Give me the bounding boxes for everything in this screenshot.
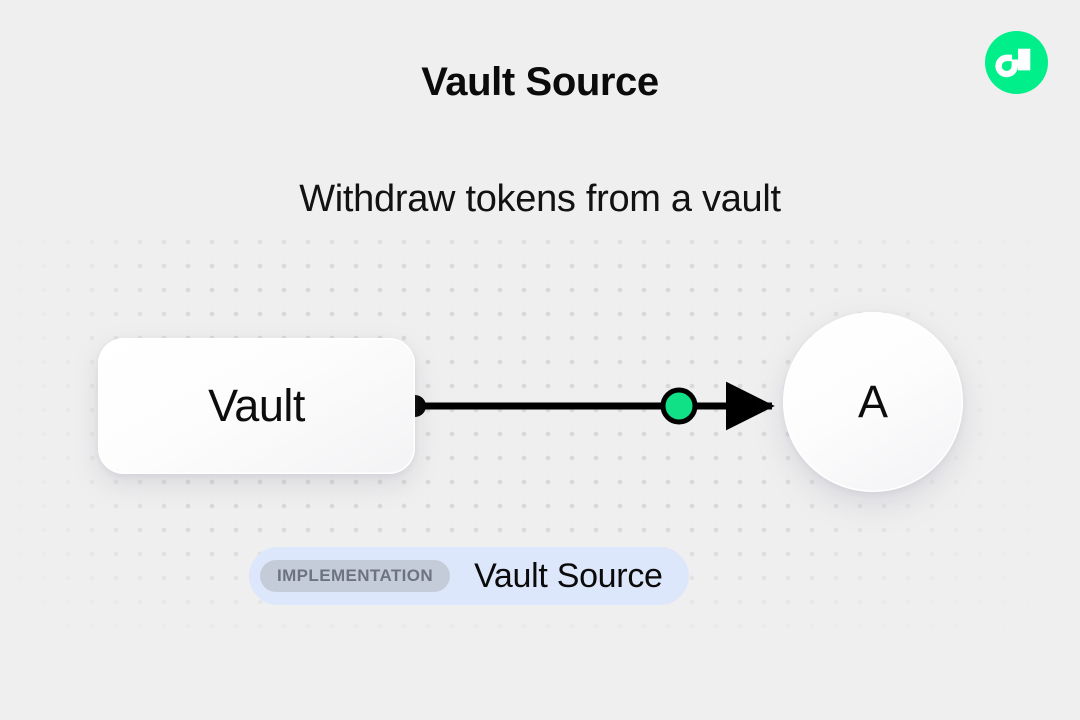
page-subtitle: Withdraw tokens from a vault [299,178,781,220]
implementation-badge: IMPLEMENTATION [260,560,451,592]
implementation-name: Vault Source [474,556,663,595]
node-a[interactable]: A [783,312,963,492]
flow-logo-icon [985,31,1048,94]
node-vault[interactable]: Vault [98,338,415,474]
implementation-pill[interactable]: IMPLEMENTATION Vault Source [249,547,689,605]
page-title: Vault Source [421,60,659,104]
node-a-label: A [857,376,888,427]
node-vault-label: Vault [208,380,305,431]
